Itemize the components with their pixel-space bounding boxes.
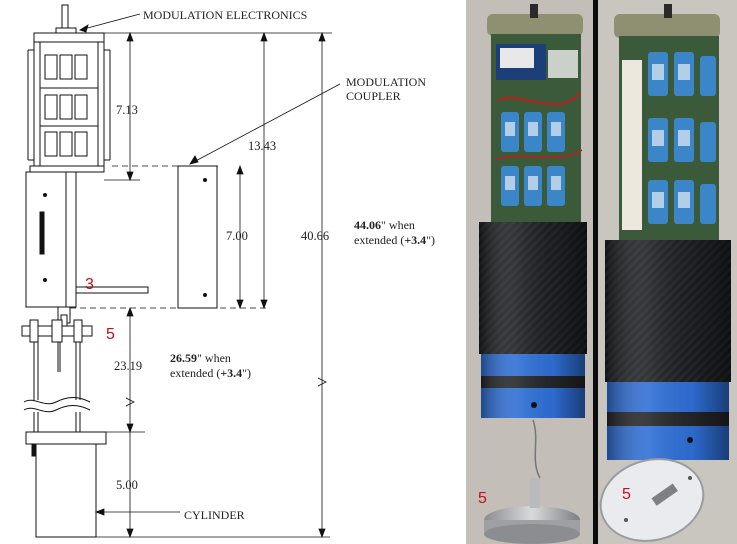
dimension-4066: 40.66 — [301, 229, 329, 243]
photo-left — [466, 0, 593, 544]
dimension-2319: 23.19 — [114, 359, 142, 373]
note-top-line1: 44.06" when — [354, 218, 415, 232]
dimension-700: 7.00 — [226, 229, 248, 243]
dimension-lines — [70, 13, 341, 539]
callout-5-photo-right: 5 — [622, 486, 631, 503]
dimension-500: 5.00 — [116, 478, 138, 492]
callout-5-drawing: 5 — [106, 326, 115, 343]
callout-3: 3 — [85, 276, 94, 293]
dimension-1343: 13.43 — [248, 139, 276, 153]
photo-left-batteries — [501, 112, 565, 206]
modulation-coupler-drawing — [177, 165, 218, 309]
note-top-line2: extended (+3.4") — [354, 233, 435, 247]
top-rod — [61, 4, 69, 31]
technical-drawing — [21, 4, 341, 539]
note-mid-line1: 26.59" when — [170, 351, 231, 365]
cylinder-drawing — [35, 443, 97, 538]
photo-divider — [593, 0, 598, 544]
battery-cells-drawing — [40, 54, 98, 157]
label-modulation-coupler-2: COUPLER — [346, 89, 401, 103]
callout-5-photo-left: 5 — [478, 490, 487, 507]
note-mid-line2: extended (+3.4") — [170, 366, 251, 380]
label-modulation-electronics: MODULATION ELECTRONICS — [143, 8, 307, 22]
label-modulation-coupler-1: MODULATION — [346, 75, 426, 89]
cylinder-flange — [25, 431, 107, 445]
lower-housing — [25, 171, 67, 308]
photo-right — [598, 0, 737, 544]
dimension-713: 7.13 — [116, 103, 138, 117]
photo-right-batteries — [648, 52, 716, 224]
label-cylinder: CYLINDER — [184, 508, 245, 522]
